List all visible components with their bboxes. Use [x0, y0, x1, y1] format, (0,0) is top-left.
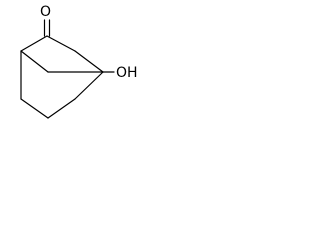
bond-c8-c4 [74, 71, 104, 100]
bonds [20, 19, 115, 119]
bond-c2-c3 [46, 35, 76, 52]
bond-c2-c1 [20, 35, 48, 52]
bond-c1-c5 [20, 50, 49, 73]
atom-label-hydroxyl: OH [116, 65, 138, 81]
bond-c3-c4 [74, 50, 104, 73]
molecule-structure: O OH [20, 4, 138, 119]
bond-c7-c8 [47, 98, 76, 119]
bond-c6-c7 [20, 98, 49, 119]
atom-label-oxygen: O [40, 4, 51, 20]
